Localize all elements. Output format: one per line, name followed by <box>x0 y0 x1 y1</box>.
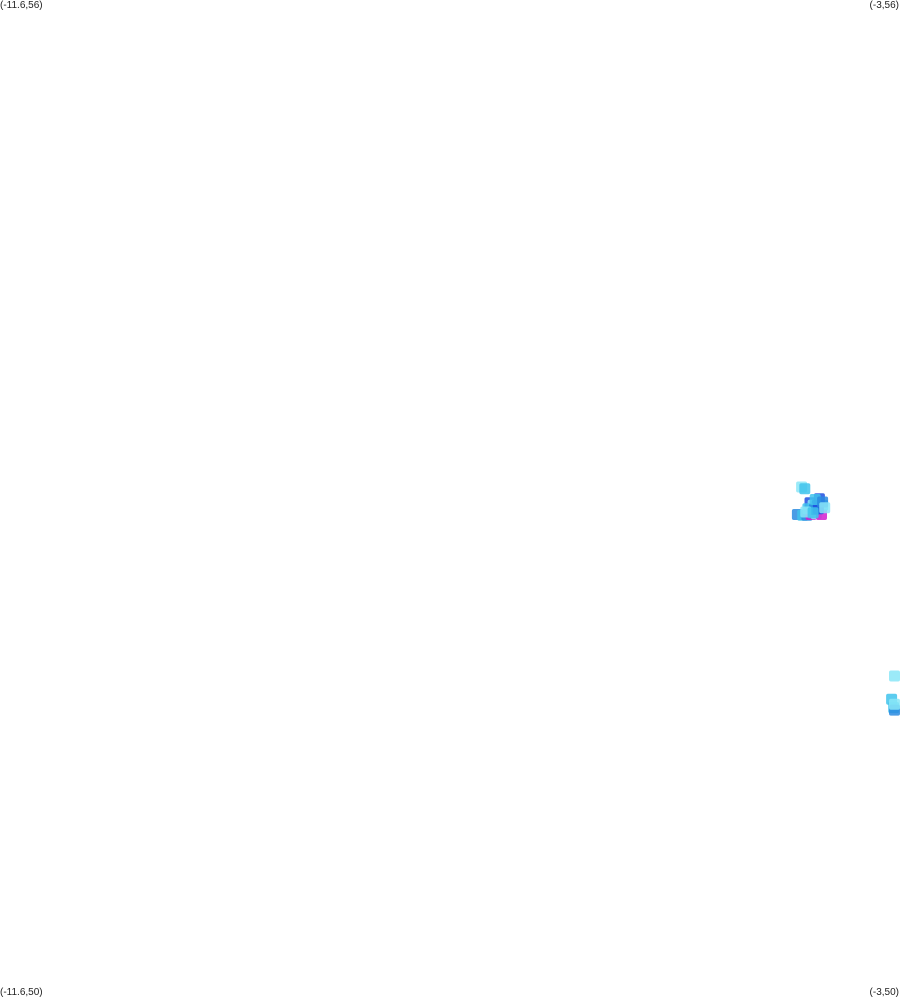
corner-label-top-left: (-11.6,56) <box>0 0 43 11</box>
map-point <box>819 502 831 514</box>
map-point <box>889 670 900 682</box>
corner-label-top-right: (-3,56) <box>869 0 899 11</box>
map-point <box>799 483 811 495</box>
map-point <box>807 507 819 519</box>
map-point <box>889 698 900 710</box>
corner-label-bottom-left: (-11.6,50) <box>0 987 43 998</box>
corner-label-bottom-right: (-3,50) <box>869 987 899 998</box>
